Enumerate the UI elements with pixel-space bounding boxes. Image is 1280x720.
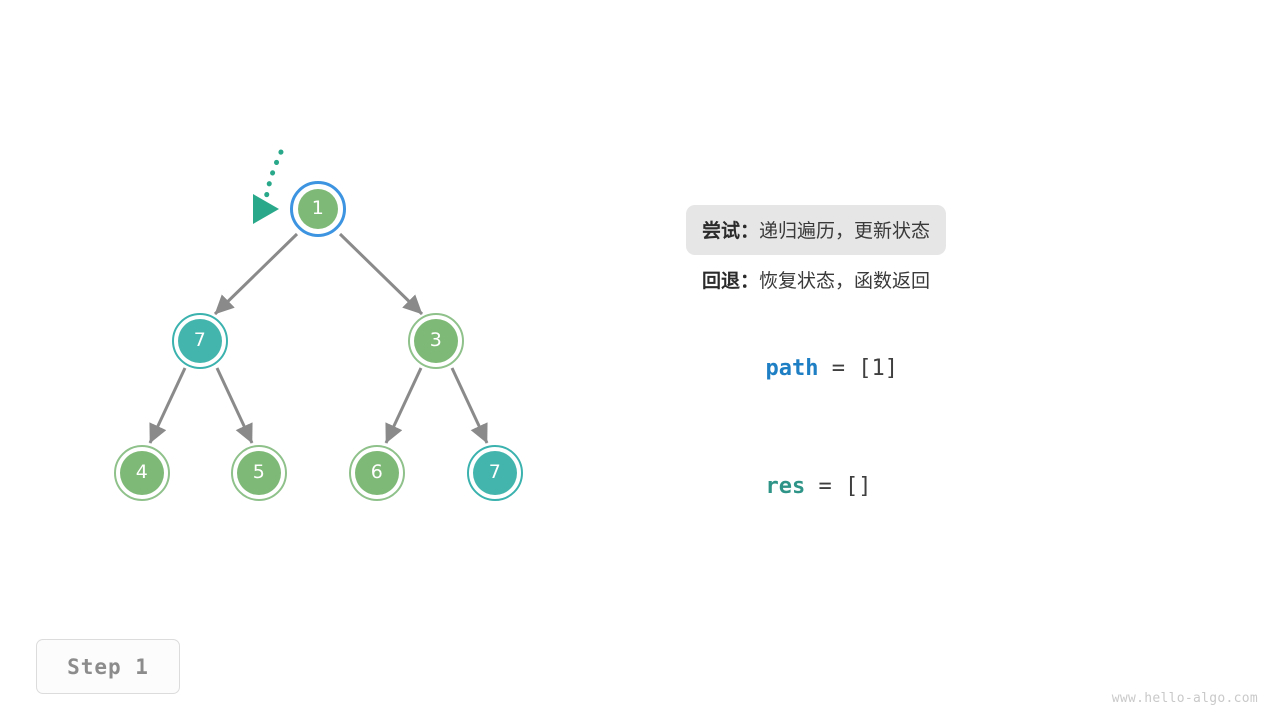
tree-node-label: 3 [429,329,443,351]
tree-node-right[interactable]: 3 [408,313,464,369]
tree-node-left-left[interactable]: 4 [114,445,170,501]
tree-node-label: 1 [311,197,325,219]
watermark: www.hello-algo.com [1112,691,1258,706]
tree-edge [450,367,489,444]
node-fill [178,319,222,363]
tree-edge [213,232,299,316]
node-fill [355,451,399,495]
tree-node-label: 4 [135,461,149,483]
tree-node-label: 7 [488,461,502,483]
tree-edge [215,367,254,444]
pointer-dotted-curve [263,149,284,202]
node-fill [298,189,338,229]
variable-name: path [765,356,819,381]
tree-node-right-right[interactable]: 7 [467,445,523,501]
hint-key: 回退： [702,270,760,292]
node-fill [120,451,164,495]
tree-node-root[interactable]: 1 [290,181,346,237]
node-fill [414,319,458,363]
variable-res: res = [] [686,449,871,524]
hint-value: 恢复状态，函数返回 [759,270,931,292]
tree-node-label: 7 [193,329,207,351]
explanation-panel: 尝试： 递归遍历，更新状态 回退： 恢复状态，函数返回 path = [1] r… [686,205,1246,499]
hint-key: 尝试： [702,220,760,242]
watermark-label: www.hello-algo.com [1111,691,1258,706]
tree-edge [148,367,187,444]
step-badge: Step 1 [36,639,180,694]
tree-node-right-left[interactable]: 6 [349,445,405,501]
hint-value: 递归遍历，更新状态 [759,220,931,242]
tree-edge [384,367,423,444]
tree-node-label: 6 [370,461,384,483]
tree-node-left-right[interactable]: 5 [231,445,287,501]
variable-name: res [765,474,806,499]
node-fill [473,451,517,495]
node-fill [237,451,281,495]
variable-path: path = [1] [686,331,898,406]
tree-edge [338,232,424,316]
hint-row-attempt: 尝试： 递归遍历，更新状态 [686,205,947,255]
tree-node-left[interactable]: 7 [172,313,228,369]
variable-value: = [] [805,474,872,499]
pointer-arrowhead-icon [253,194,279,224]
step-badge-label: Step 1 [67,654,149,679]
variable-value: = [1] [818,356,898,381]
hint-row-backtrack: 回退： 恢复状态，函数返回 [686,255,1246,305]
tree-node-label: 5 [252,461,266,483]
